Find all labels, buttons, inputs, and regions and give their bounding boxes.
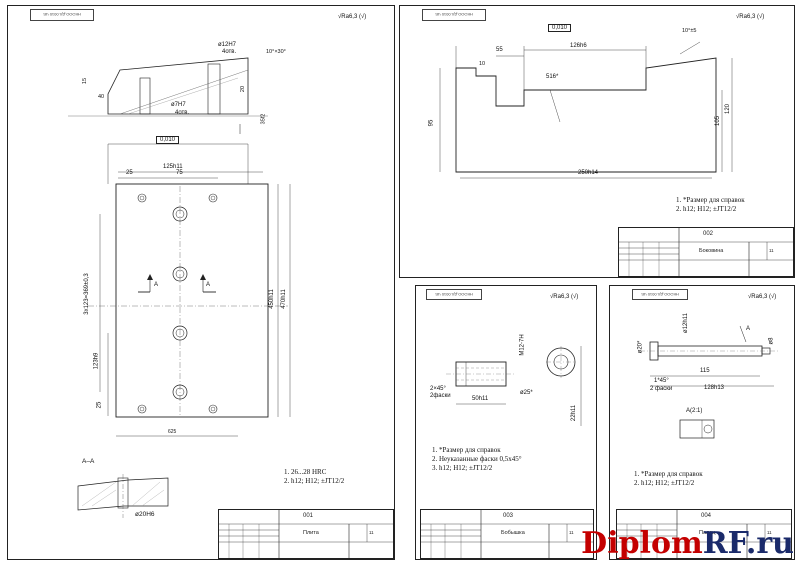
plate-dim-height-20: 20 [240,85,247,93]
axis-roughness-mark: √Ra6,3 (√) [748,294,777,300]
plate-dim-angle: 10°×30° [266,49,286,55]
side-dim-angle: 10°±5 [682,28,697,34]
axis-title-grid [617,510,791,558]
axis-dim-chamfer: 1*45° [654,378,669,384]
side-dim-516: 516* [546,74,559,80]
sheet-axis: НКООО.ДХ.0010 ЧБ √Ra6,3 (√) ø12h11 ø20* … [609,285,795,560]
plate-dim-right-470: 470h11 [280,289,287,309]
plate-dim-hole-upper: ø12H7 [218,42,237,48]
plate-dim-off-25: 25 [126,170,133,176]
plate-flatness-frame: 0,010 [156,136,180,144]
axis-tb-name: Палец [699,530,716,536]
side-roughness-mark: √Ra6,3 (√) [736,14,765,20]
plate-dim-width-35: 35f2 [260,113,267,125]
plate-drawing [68,57,291,518]
plate-tb-name: Плита [303,530,319,536]
plate-tb-code: 001 [303,513,314,519]
side-tb-code: 002 [703,231,714,237]
axis-dim-chamfer-count: 2 фаски [650,386,673,392]
plate-section-label: А–А [82,458,95,465]
side-title-block: 002 Боковина 11 [618,227,794,277]
bush-dim-d25: ø25* [520,390,533,396]
side-dim-105: 105 [715,115,722,127]
plate-dim-bore: ø20H6 [135,511,155,518]
axis-notes: 1. *Размер для справок 2. h12; H12; ±JT1… [634,470,703,487]
plate-dim-bottom-w: 625 [168,429,177,435]
side-dim-120: 120 [725,103,732,115]
plate-roughness-mark: √Ra6,3 (√) [338,14,367,20]
sheet-side: НКООО.ДХ.0010 ЧБ √Ra6,3 (√) 0,010 55 126… [399,5,795,278]
bush-tb-name: Бобышка [501,530,525,536]
side-flatness-frame: 0,010 [548,24,572,32]
side-dim-10: 10 [479,61,486,67]
bush-dim-chamfer: 2×45° [430,386,446,392]
side-dim-95: 95 [428,119,435,127]
plate-notes: 1. 26...28 HRC 2. h12; H12; ±JT12/2 [284,468,345,485]
side-dim-250: 250h14 [578,170,599,176]
sheet-bush: НКООО.ДХ.0010 ЧБ √Ra6,3 (√) 2×45° 2фаски… [415,285,597,560]
plate-dim-height-40: 40 [98,94,105,100]
bush-dim-thread: M12-7H [519,334,526,356]
plate-dim-right-450: 450h11 [268,289,275,309]
bush-drawing [446,346,582,426]
site-watermark: DiplomRF.ru [581,526,794,561]
side-drawing [439,41,733,179]
side-title-grid [619,228,793,276]
plate-dim-vert-bot: 25 [96,401,103,409]
plate-title-grid [219,510,393,558]
axis-section-mark: А [746,326,751,332]
plate-dim-off-75: 75 [176,170,183,176]
axis-dim-d128: 128h13 [704,385,725,391]
side-tb-sheets: 11 [769,248,774,253]
side-notes: 1. *Размер для справок 2. h12; H12; ±JT1… [676,196,745,213]
bush-dim-d22: 22h11 [571,404,578,422]
plate-dim-hole-lower: ø7H7 [171,102,186,108]
plate-dim-hole-lower-count: 4отв. [175,110,190,116]
plate-title-block: 001 Плита 11 [218,509,394,559]
plate-dim-hole-upper-count: 4отв. [222,49,237,55]
plate-section-mark-right: А [206,282,211,288]
bush-dim-len: 50h11 [472,396,489,402]
axis-tb-code: 004 [701,513,712,519]
bush-roughness-mark: √Ra6,3 (√) [550,294,579,300]
axis-view-label: А(2:1) [686,408,703,414]
axis-dim-d12: ø12h11 [682,313,689,333]
plate-section-mark-left: А [154,282,159,288]
bush-dim-chamfer-count: 2фаски [430,393,451,399]
plate-dim-width-125: 125h11 [163,164,183,170]
axis-dim-d115: 115 [700,368,710,374]
axis-dim-d20: ø20* [637,340,644,354]
axis-tb-sheets: 11 [767,530,772,535]
sheet-plate: НКООО.ДХ.0010 ЧБ √Ra6,3 (√) [7,5,395,560]
bush-notes: 1. *Размер для справок 2. Неуказанные фа… [432,446,522,472]
axis-title-block: 004 Палец 11 [616,509,792,559]
side-dim-55: 55 [496,47,503,53]
bush-tb-code: 003 [503,513,514,519]
bush-title-grid [421,510,593,558]
side-dim-126: 126h6 [570,43,587,49]
axis-drawing [640,325,780,439]
plate-tb-sheets: 11 [369,530,374,535]
bush-title-block: 003 Бобышка 11 [420,509,594,559]
plate-dim-left-h: 15 [82,77,89,85]
plate-dim-vert-mid: 123h9 [93,352,100,370]
axis-dim-d8: ø8 [768,337,775,345]
side-tb-name: Боковина [699,248,724,254]
bush-tb-sheets: 11 [569,530,574,535]
plate-dim-vert-long: 3x123=369±0,3 [83,273,90,315]
